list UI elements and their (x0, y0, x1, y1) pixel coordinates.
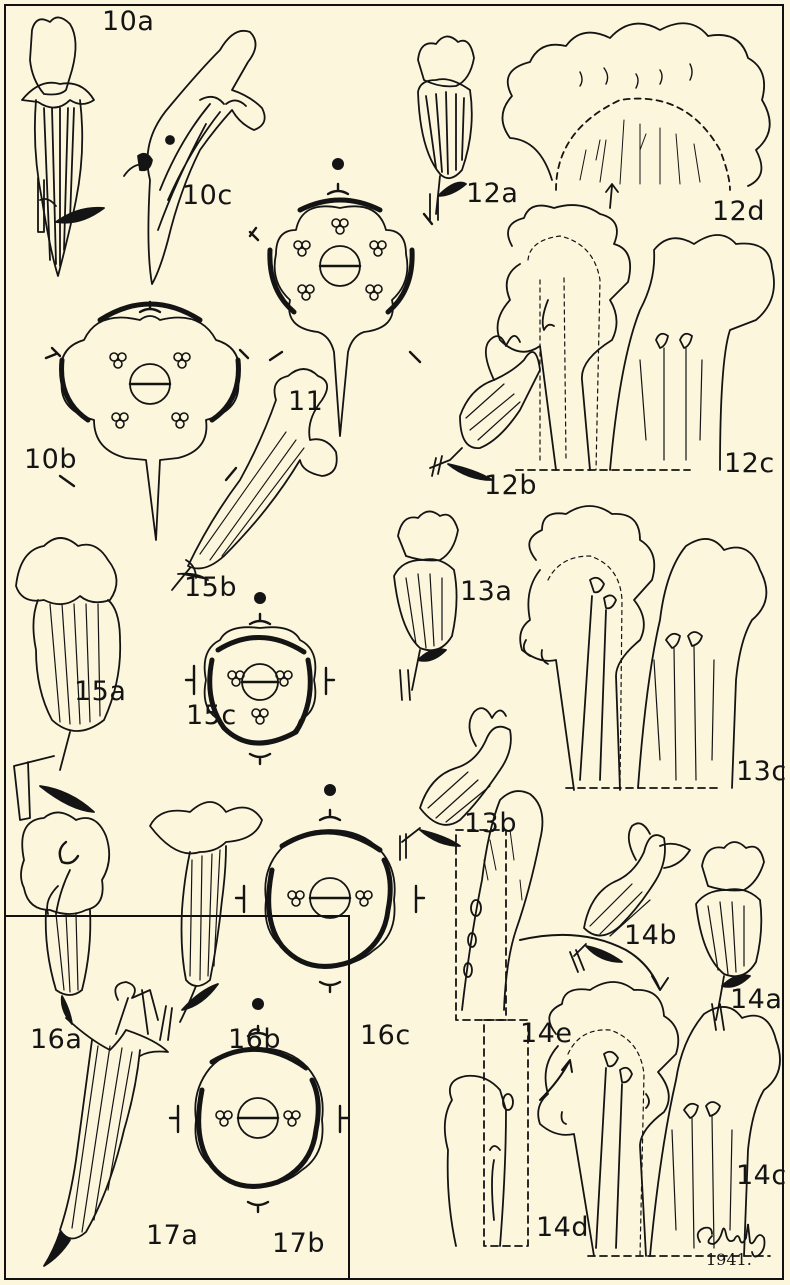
label-10b: 10b (24, 444, 77, 475)
label-14a: 14a (730, 984, 782, 1015)
diagram-16c (236, 784, 424, 992)
label-14b: 14b (624, 920, 677, 951)
label-10a: 10a (102, 6, 154, 37)
diagram-15c (186, 592, 334, 764)
label-13c: 13c (736, 756, 787, 787)
label-16b: 16b (228, 1024, 281, 1055)
label-14e: 14e (520, 1018, 572, 1049)
label-12c: 12c (724, 448, 775, 479)
flower-16b (150, 802, 262, 1040)
label-12b: 12b (484, 470, 537, 501)
label-13a: 13a (460, 576, 512, 607)
flower-10c (124, 31, 265, 284)
label-17b: 17b (272, 1228, 325, 1259)
label-12a: 12a (466, 178, 518, 209)
diagram-10b (46, 302, 248, 540)
diagram-11 (250, 158, 432, 436)
label-14c: 14c (736, 1160, 787, 1191)
flower-12c (498, 205, 774, 470)
label-11: 11 (288, 386, 323, 417)
label-13b: 13b (464, 808, 517, 839)
flower-12d (502, 23, 769, 208)
flower-13c (520, 506, 766, 790)
flower-12b (430, 336, 540, 480)
label-17a: 17a (146, 1220, 198, 1251)
label-12d: 12d (712, 196, 765, 227)
label-15b: 15b (184, 572, 237, 603)
artist-signature: 1941. (690, 1212, 776, 1274)
label-16a: 16a (30, 1024, 82, 1055)
flower-10a (22, 17, 104, 276)
flower-13a (394, 511, 458, 700)
label-14d: 14d (536, 1212, 589, 1243)
signature-year: 1941. (706, 1250, 752, 1269)
label-15c: 15c (186, 700, 237, 731)
label-10c: 10c (182, 180, 233, 211)
flower-16a (21, 812, 109, 1024)
label-15a: 15a (74, 676, 126, 707)
label-16c: 16c (360, 1020, 411, 1051)
